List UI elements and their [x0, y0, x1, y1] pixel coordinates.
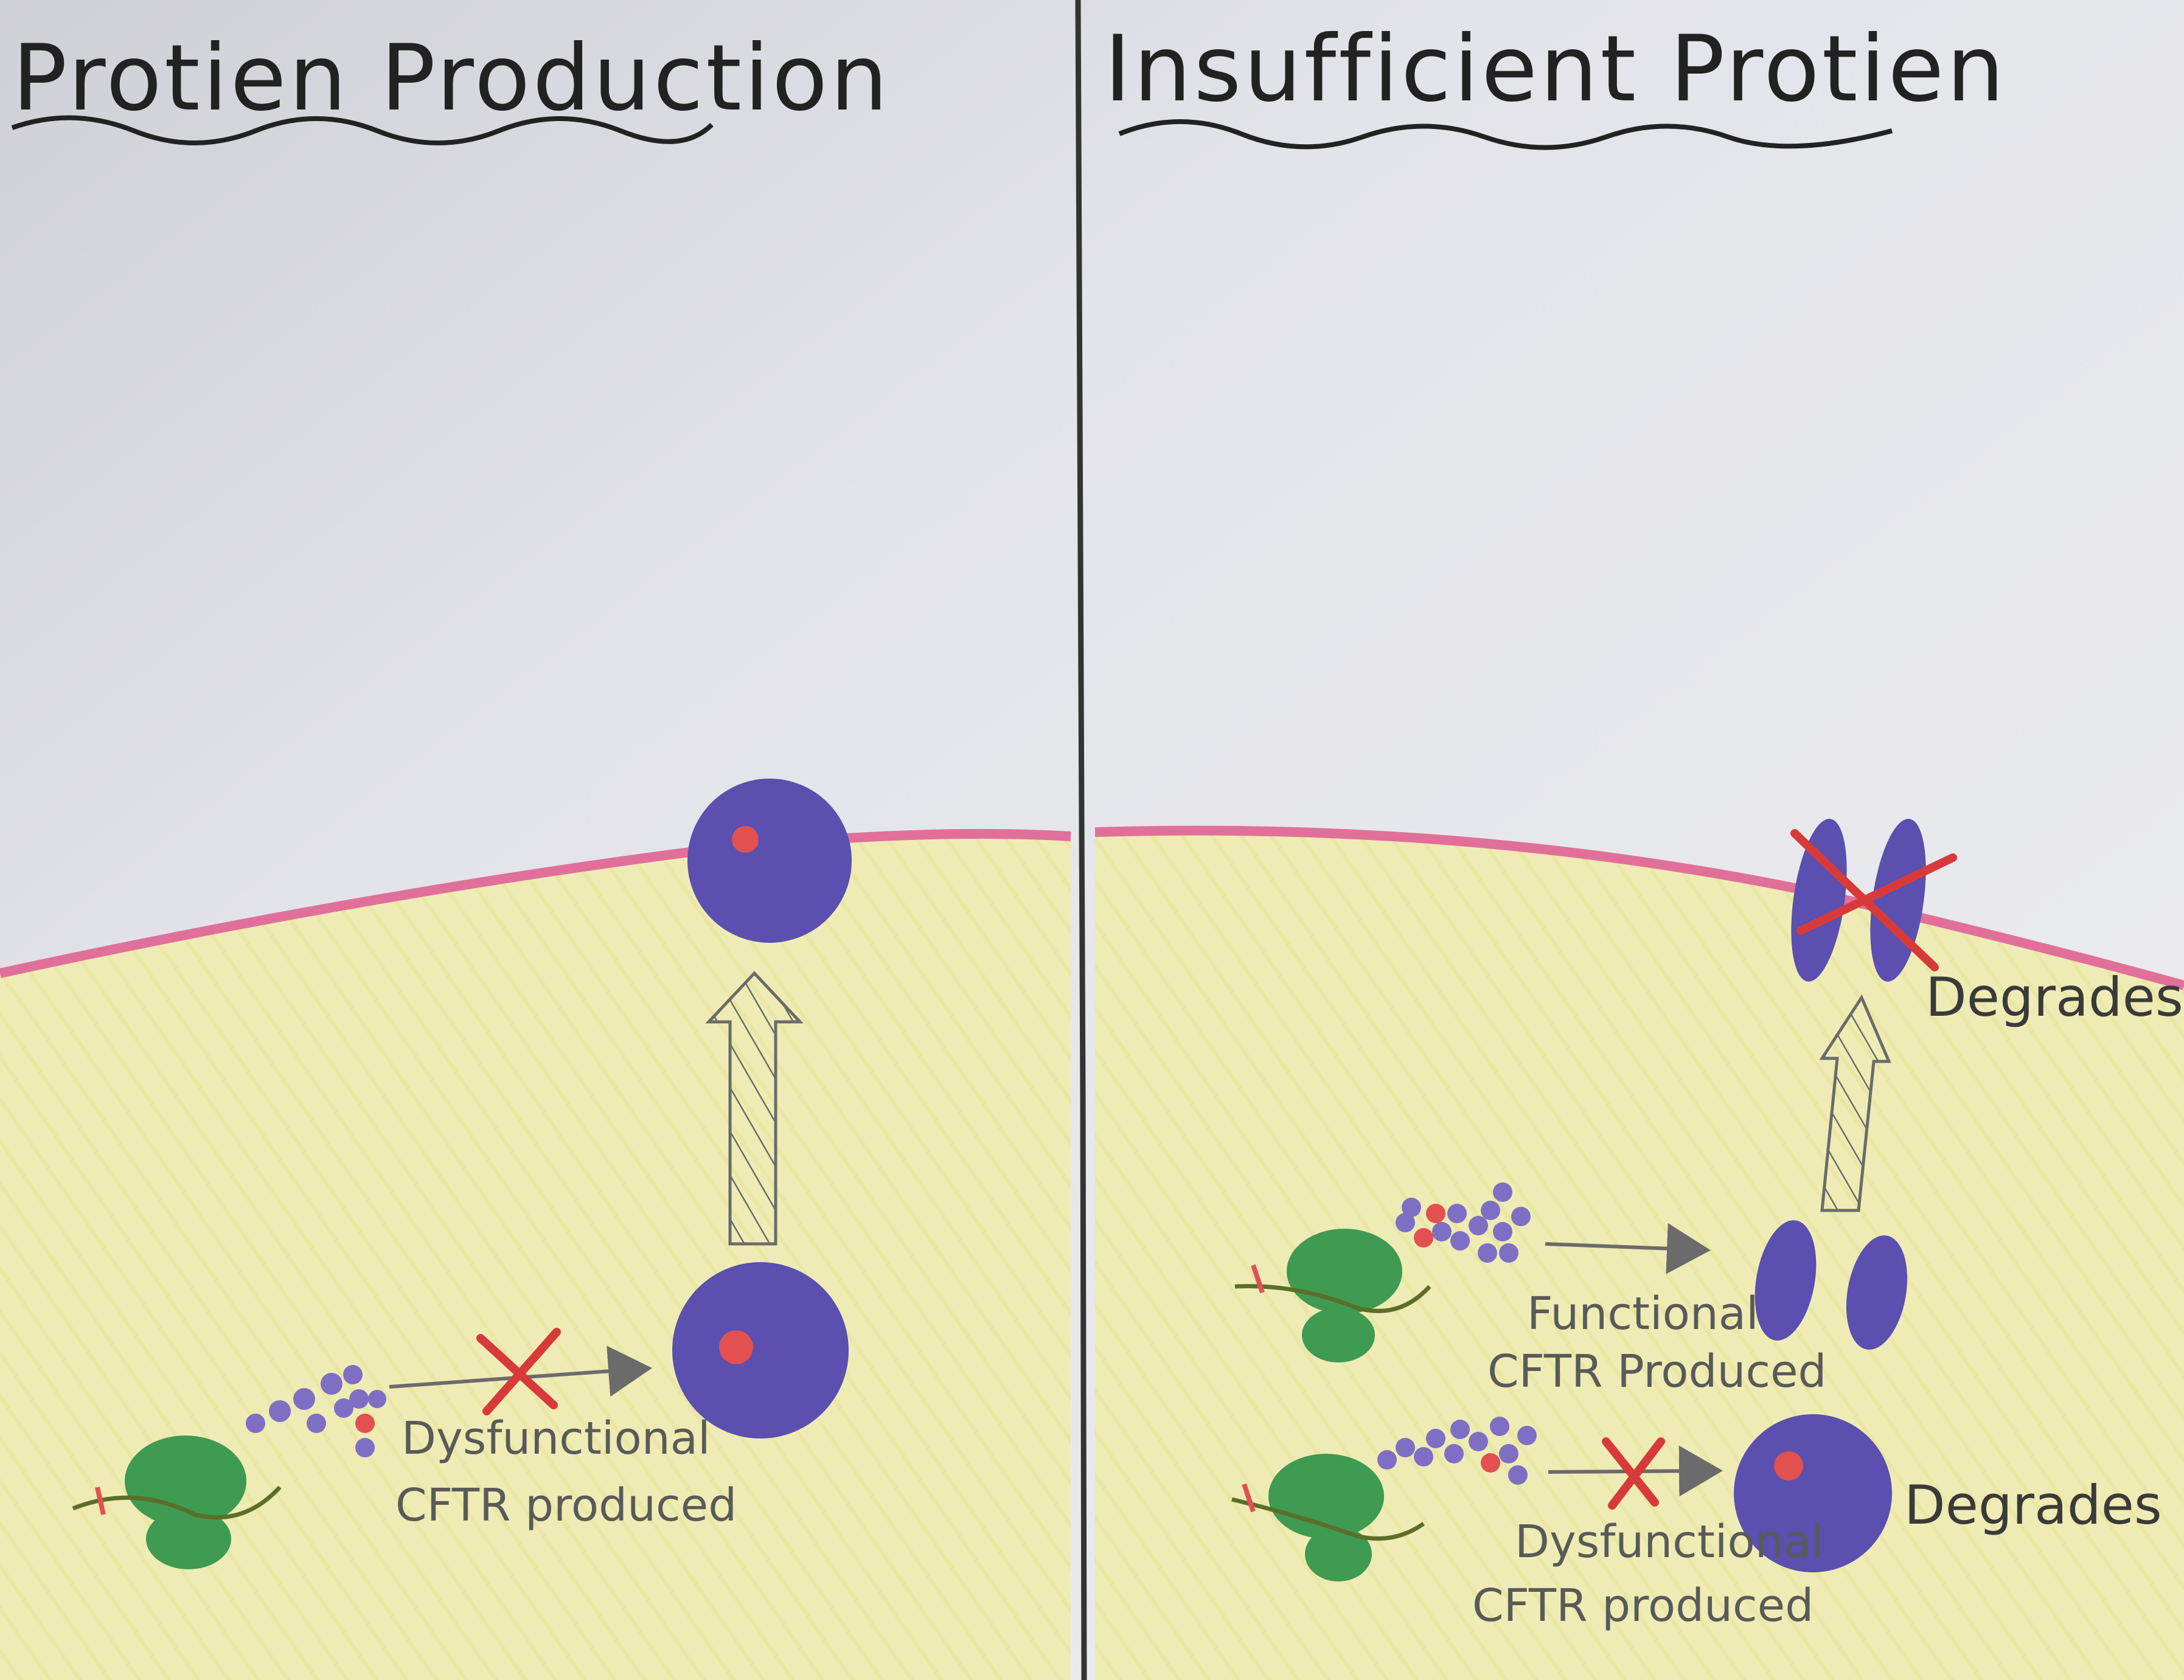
right-degrades-top-label: Degrades	[1925, 966, 2183, 1029]
right-functional-channel	[1755, 1220, 1908, 1350]
left-dysfunctional-label-1: Dysfunctional	[402, 1412, 711, 1465]
panel-divider	[1075, 0, 1087, 1680]
left-title: Protien Production	[12, 26, 891, 131]
left-membrane-protein	[687, 779, 852, 943]
right-title-underline	[1118, 119, 1893, 150]
right-degrades-bottom-label: Degrades	[1904, 1474, 2162, 1536]
left-ribosome	[72, 1435, 282, 1569]
right-dysfunctional-protein	[1734, 1414, 1892, 1572]
right-dysfunctional-label-2: CFTR produced	[1472, 1580, 1814, 1632]
right-functional-ribosome	[1234, 1229, 1431, 1362]
left-dysfunctional-label-2: CFTR produced	[395, 1479, 737, 1532]
right-blocked-cross	[1602, 1437, 1665, 1510]
right-functional-arrow	[1545, 1223, 1711, 1274]
left-dysfunctional-protein	[672, 1262, 849, 1439]
right-membrane	[1094, 825, 2184, 990]
right-functional-label-1: Functional	[1527, 1288, 1759, 1340]
left-title-underline	[11, 115, 714, 145]
right-functional-amino-chain	[1396, 1182, 1531, 1263]
right-degraded-cross	[1790, 829, 1957, 971]
right-title: Insufficient Protien	[1104, 16, 2007, 122]
right-functional-label-2: CFTR Produced	[1487, 1345, 1827, 1398]
left-dysfunctional-protein-mutation	[719, 1330, 753, 1364]
left-blocked-cross	[476, 1328, 561, 1415]
right-dysfunctional-amino-chain	[1377, 1417, 1537, 1485]
left-cytoplasm-texture	[0, 833, 1071, 1680]
right-transport-arrow	[1819, 994, 1891, 1212]
right-dysfunctional-protein-mutation	[1774, 1451, 1803, 1480]
left-amino-acid-chain	[246, 1365, 386, 1457]
left-transport-arrow	[705, 971, 804, 1246]
left-membrane	[0, 828, 1071, 978]
right-dysfunctional-label-1: Dysfunctional	[1515, 1516, 1824, 1568]
left-membrane-protein-mutation	[732, 826, 759, 853]
right-dysfunctional-ribosome	[1231, 1454, 1425, 1581]
